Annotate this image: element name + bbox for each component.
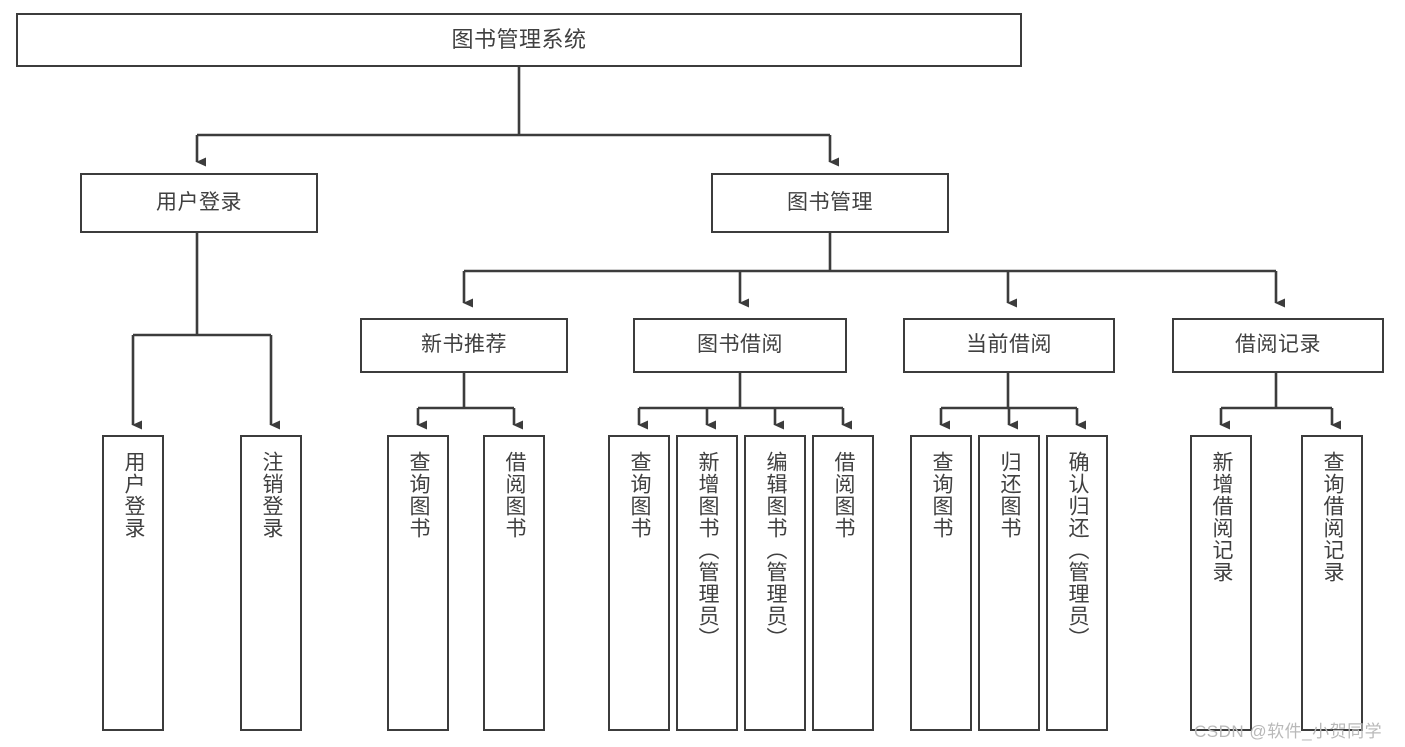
node-label: 归还图书 [998, 451, 1022, 539]
node-label: 借阅记录 [1235, 333, 1321, 357]
csdn-watermark: CSDN @软件_小贺同学 [1194, 722, 1383, 741]
node-current-borrow[interactable]: 当前借阅 [903, 318, 1115, 373]
node-label: 新增图书（管理员） [696, 451, 720, 649]
node-user-login[interactable]: 用户登录 [80, 173, 318, 233]
leaf-book-borrow-edit[interactable]: 编辑图书（管理员） [744, 435, 806, 731]
node-label: 图书借阅 [697, 333, 783, 357]
node-label: 查询图书 [628, 451, 652, 539]
node-label: 确认归还（管理员） [1066, 451, 1090, 649]
leaf-borrow-records-add[interactable]: 新增借阅记录 [1190, 435, 1252, 731]
node-label: 注销登录 [260, 451, 284, 539]
node-label: 借阅图书 [832, 451, 856, 539]
node-label: 借阅图书 [503, 451, 527, 539]
node-new-book-recommend[interactable]: 新书推荐 [360, 318, 568, 373]
leaf-current-borrow-confirm-return[interactable]: 确认归还（管理员） [1046, 435, 1108, 731]
node-label: 编辑图书（管理员） [764, 451, 788, 649]
node-book-borrow[interactable]: 图书借阅 [633, 318, 847, 373]
leaf-book-borrow-query[interactable]: 查询图书 [608, 435, 670, 731]
node-root-system[interactable]: 图书管理系统 [16, 13, 1022, 67]
node-label: 用户登录 [156, 190, 242, 214]
node-borrow-records[interactable]: 借阅记录 [1172, 318, 1384, 373]
leaf-book-borrow-add[interactable]: 新增图书（管理员） [676, 435, 738, 731]
leaf-user-login-signin[interactable]: 用户登录 [102, 435, 164, 731]
leaf-new-book-query[interactable]: 查询图书 [387, 435, 449, 731]
node-label: 新增借阅记录 [1210, 451, 1234, 583]
node-label: 图书管理系统 [451, 27, 587, 53]
node-label: 查询借阅记录 [1321, 451, 1345, 583]
node-label: 图书管理 [787, 190, 873, 214]
node-label: 用户登录 [122, 451, 146, 539]
leaf-user-login-signout[interactable]: 注销登录 [240, 435, 302, 731]
leaf-borrow-records-query[interactable]: 查询借阅记录 [1301, 435, 1363, 731]
leaf-new-book-borrow[interactable]: 借阅图书 [483, 435, 545, 731]
node-label: 新书推荐 [421, 333, 507, 357]
node-label: 查询图书 [407, 451, 431, 539]
node-label: 当前借阅 [966, 333, 1052, 357]
leaf-book-borrow-borrow[interactable]: 借阅图书 [812, 435, 874, 731]
leaf-current-borrow-return[interactable]: 归还图书 [978, 435, 1040, 731]
node-label: 查询图书 [930, 451, 954, 539]
leaf-current-borrow-query[interactable]: 查询图书 [910, 435, 972, 731]
node-book-management[interactable]: 图书管理 [711, 173, 949, 233]
